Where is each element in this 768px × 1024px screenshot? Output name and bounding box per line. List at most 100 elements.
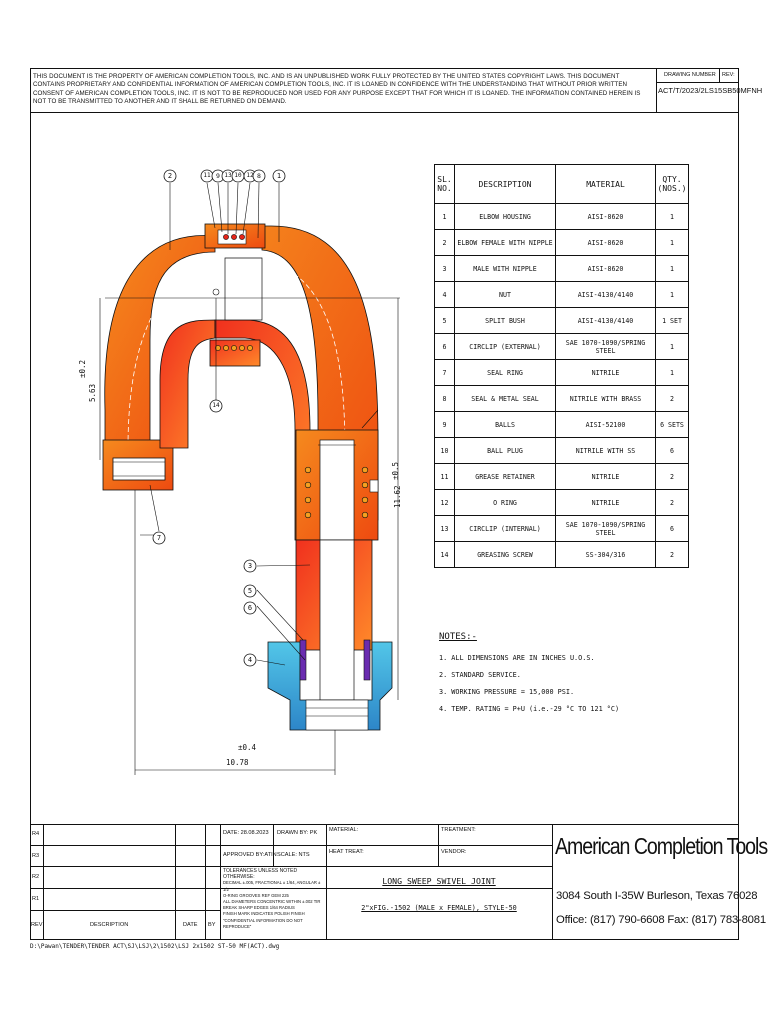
- drawing-subtitle: 2"xFIG.-1502 (MALE x FEMALE), STYLE-50: [361, 904, 517, 912]
- cell-sl-no: 9: [434, 411, 455, 438]
- cell-description: BALL PLUG: [454, 437, 556, 464]
- cell-qty: 6 SETS: [655, 411, 689, 438]
- note-3: 3. WORKING PRESSURE = 15,000 PSI.: [439, 688, 575, 696]
- mid-swivel-housing: [209, 339, 261, 367]
- top-balls: [223, 234, 245, 240]
- leader-lines: [149, 182, 379, 666]
- by-header: BY: [208, 922, 216, 928]
- cell-material: NITRILE WITH BRASS: [555, 385, 656, 412]
- cell-sl-no: 11: [434, 463, 455, 490]
- balloon-6-label: 6: [247, 604, 253, 612]
- dim-right-tolerance: ±0.5: [391, 461, 400, 480]
- col-material: MATERIAL: [555, 164, 656, 204]
- drawn-by: DRAWN BY: PK: [277, 830, 318, 836]
- balloon-4-label: 4: [247, 656, 253, 664]
- cell-material: AISI-8620: [555, 229, 656, 256]
- seal-ring-seat: [112, 457, 166, 481]
- balloon-5: [243, 584, 257, 598]
- balloon-2-label: 2: [167, 172, 173, 180]
- cell-qty: 6: [655, 437, 689, 464]
- cell-description: SEAL RING: [454, 359, 556, 386]
- tolerance-line-3: O-RING GROOVES REF GEM 225: [223, 892, 289, 898]
- cell-qty: 1: [655, 203, 689, 230]
- rev-row-r4: R4: [32, 831, 40, 837]
- cell-description: CIRCLIP (INTERNAL): [454, 515, 556, 542]
- note-2: 2. STANDARD SERVICE.: [439, 671, 521, 679]
- grease-fitting: [212, 288, 220, 296]
- mid-balls: [215, 345, 253, 351]
- bore: [224, 257, 263, 321]
- male-thread-end: [305, 699, 369, 731]
- vendor-label: VENDOR:: [441, 849, 467, 855]
- cell-sl-no: 12: [434, 489, 455, 516]
- elbow-centerline: [127, 257, 346, 451]
- side-plug: [369, 479, 379, 493]
- material-label: MATERIAL:: [329, 827, 359, 833]
- cell-sl-no: 2: [434, 229, 455, 256]
- title-block: R4 R3 R2 R1 REV DESCRIPTION DATE BY DATE…: [30, 824, 739, 940]
- cell-material: NITRILE WITH SS: [555, 437, 656, 464]
- date-header: DATE: [183, 922, 198, 928]
- col-description: DESCRIPTION: [454, 164, 556, 204]
- cell-description: NUT: [454, 281, 556, 308]
- company-name: American Completion Tools, Inc.: [555, 833, 768, 859]
- drawing-number-box: [656, 68, 740, 112]
- rev-divider: [719, 68, 720, 82]
- balloon-13-label: 13: [224, 172, 232, 179]
- balloon-2: [163, 169, 177, 183]
- balloon-4: [243, 653, 257, 667]
- balloon-12-label: 12: [246, 172, 254, 179]
- tolerance-line-5: BREAK SHARP EDGES 1/64 RADIUS: [223, 905, 295, 911]
- cell-qty: 1: [655, 255, 689, 282]
- balloon-3: [243, 559, 257, 573]
- balloon-8-label: 8: [257, 172, 261, 180]
- cell-description: GREASE RETAINER: [454, 463, 556, 490]
- table-header-row: SL. NO. DESCRIPTION MATERIAL QTY. (NOS.): [434, 164, 689, 204]
- cell-sl-no: 14: [434, 541, 455, 568]
- cell-description: CIRCLIP (EXTERNAL): [454, 333, 556, 360]
- drawing-number-label: DRAWING NUMBER: [664, 72, 716, 78]
- balloon-3-label: 3: [247, 562, 253, 570]
- male-pipe-bore: [319, 539, 355, 701]
- rev-row-r3: R3: [32, 853, 40, 859]
- cell-qty: 2: [655, 489, 689, 516]
- split-bush-right: [363, 639, 371, 681]
- tolerance-line-4: ALL DIAMETERS CONCENTRIC WITHIN ±.002 TI…: [223, 899, 321, 905]
- tolerance-line-2: DECIMAL ±.005, FRACTIONAL ± 1/64, ANGULA…: [223, 880, 321, 892]
- cell-material: AISI-8620: [555, 203, 656, 230]
- cell-sl-no: 13: [434, 515, 455, 542]
- cell-sl-no: 5: [434, 307, 455, 334]
- cell-qty: 2: [655, 541, 689, 568]
- cell-description: MALE WITH NIPPLE: [454, 255, 556, 282]
- balloon-10-label: 10: [234, 172, 242, 179]
- balloon-1: [272, 169, 286, 183]
- cell-material: AISI-52100: [555, 411, 656, 438]
- balloon-11-label: 11: [203, 172, 211, 179]
- balloon-9-label: 9: [216, 172, 220, 180]
- balloon-5-label: 5: [247, 587, 253, 595]
- cell-description: SPLIT BUSH: [454, 307, 556, 334]
- cell-material: NITRILE: [555, 489, 656, 516]
- cell-sl-no: 6: [434, 333, 455, 360]
- balloon-14: [209, 399, 223, 413]
- parts-list-table: SL. NO. DESCRIPTION MATERIAL QTY. (NOS.)…: [434, 164, 689, 568]
- tolerance-line-7: "CONFIDENTIAL INFORMATION DO NOT REPRODU…: [223, 917, 303, 929]
- cell-qty: 1: [655, 333, 689, 360]
- cell-sl-no: 4: [434, 281, 455, 308]
- cell-material: SS-304/316: [555, 541, 656, 568]
- cell-description: GREASING SCREW: [454, 541, 556, 568]
- company-address: 3084 South I-35W Burleson, Texas 76028: [556, 890, 758, 902]
- cell-qty: 6: [655, 515, 689, 542]
- cell-material: AISI-4130/4140: [555, 281, 656, 308]
- balloon-1-label: 1: [276, 172, 282, 180]
- notes-title: NOTES:-: [439, 632, 477, 642]
